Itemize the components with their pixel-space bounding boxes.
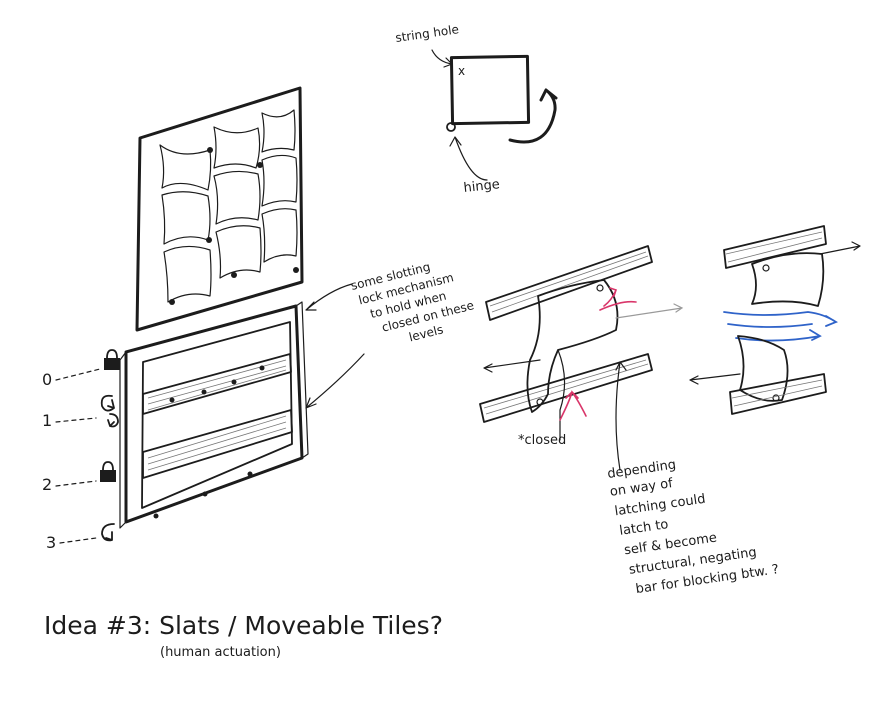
idea-subtitle: (human actuation) xyxy=(160,645,281,660)
slat-frame-inner xyxy=(141,321,293,509)
depending-note-line-4: latch to xyxy=(619,517,670,539)
hinged-tile-square xyxy=(449,54,531,126)
level-number: 2 xyxy=(42,475,52,494)
rail-bottom xyxy=(479,353,653,423)
rail-arrow-left xyxy=(483,359,541,373)
level-number: 0 xyxy=(42,370,52,389)
level-1: 1 xyxy=(42,394,119,430)
slat-frame xyxy=(119,301,309,529)
hinge-arrow xyxy=(449,136,488,181)
closed-label: *closed xyxy=(518,433,566,448)
open-rail-top xyxy=(723,225,827,269)
airflow-in-arrow xyxy=(689,373,741,385)
tile-panel-frame xyxy=(135,86,304,332)
level-number: 3 xyxy=(46,533,56,552)
open-slat-upper xyxy=(751,252,825,307)
level-3: 3 xyxy=(46,523,115,552)
string-hole-label: string hole xyxy=(394,22,459,45)
open-arrow-top xyxy=(599,287,637,311)
rail-top xyxy=(485,245,653,321)
level-2: 2 xyxy=(42,461,116,494)
slotting-note: some slotting lock mechanism to hold whe… xyxy=(349,260,475,345)
rotate-icon xyxy=(100,394,119,428)
depending-leader xyxy=(615,361,627,471)
slat-frame-depth xyxy=(119,301,309,529)
level-markers: 0 1 2 3 xyxy=(42,349,120,552)
string-hole-x: x xyxy=(458,64,465,78)
open-rail-bottom xyxy=(729,373,827,415)
level-0: 0 xyxy=(42,349,120,389)
lock-icon xyxy=(100,461,116,482)
hinge-detail: string hole x hinge xyxy=(394,22,558,196)
hinge-point xyxy=(446,122,456,132)
slat-upper xyxy=(142,353,292,415)
open-arrow-bottom xyxy=(559,390,587,421)
frame-pins xyxy=(153,471,253,519)
closed-slat-assembly: *closed xyxy=(479,245,684,448)
hinge-label: hinge xyxy=(463,177,501,196)
level-number: 1 xyxy=(42,411,52,430)
open-slat-assembly xyxy=(689,225,861,415)
slotting-leader-top xyxy=(305,283,353,311)
airflow-out-arrow xyxy=(819,241,861,255)
slotting-leader-bottom xyxy=(305,353,365,409)
closed-slat xyxy=(526,279,619,413)
rotation-arrow xyxy=(508,88,558,144)
tile-panel xyxy=(135,86,304,332)
string-hole-arrow xyxy=(431,49,453,68)
idea-title: Idea #3: Slats / Moveable Tiles? xyxy=(44,611,443,640)
slat-lower xyxy=(142,409,293,479)
airflow-lines xyxy=(723,311,839,342)
tile-pins xyxy=(169,147,299,305)
tile-grid xyxy=(159,109,298,303)
lock-icon xyxy=(104,349,120,370)
open-slat-lower xyxy=(737,335,789,402)
rotate-icon xyxy=(101,523,115,542)
rail-arrow-right xyxy=(615,303,684,319)
depending-note: depending on way of latching could latch… xyxy=(606,457,779,597)
